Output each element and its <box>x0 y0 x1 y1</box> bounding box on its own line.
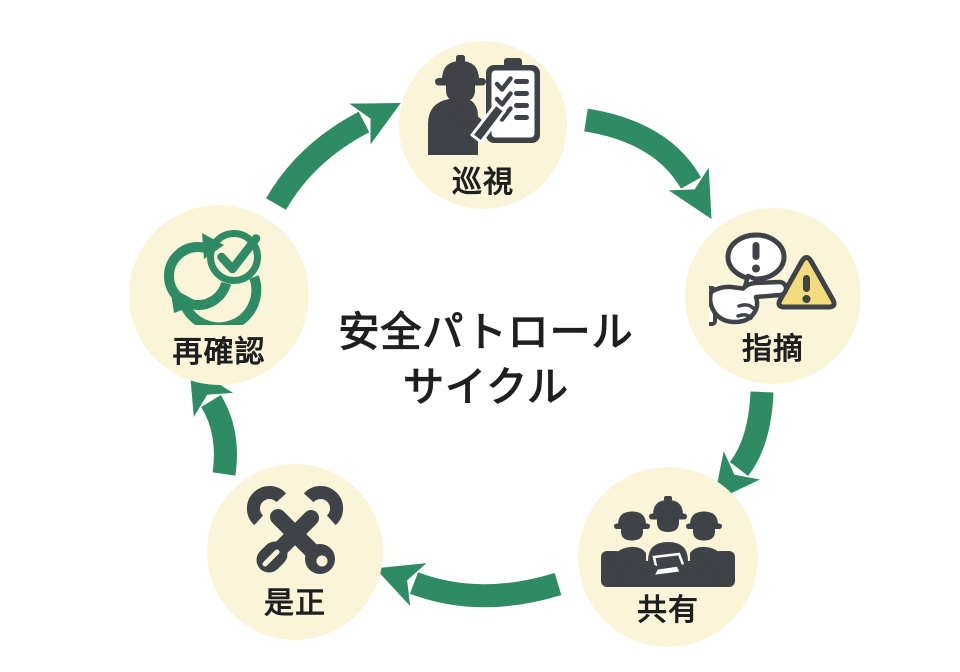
arrow-correct-to-recheck <box>189 365 237 476</box>
cycle-node-patrol: 巡視 <box>399 41 567 209</box>
wrench-slot-handle <box>256 485 344 573</box>
worker <box>428 55 506 155</box>
pointing-warning-icon <box>709 232 837 326</box>
recheck-cycle-icon <box>164 230 262 325</box>
node-label-share: 共有 <box>637 594 699 627</box>
pointing-hand <box>709 279 789 326</box>
arm-left <box>626 555 659 576</box>
cycle-node-correct: 是正 <box>207 464 383 640</box>
arrow-share-to-correct <box>375 563 562 608</box>
clipboard <box>486 58 540 143</box>
arrow-pointout-to-share <box>713 391 774 502</box>
node-label-recheck: 再確認 <box>172 336 266 369</box>
arrow-patrol-to-pointout <box>584 108 712 219</box>
cycle-node-pointout: 指摘 <box>685 208 861 384</box>
meeting-workers-icon <box>601 496 735 587</box>
arrow-recheck-to-patrol <box>266 102 401 210</box>
cycle-arrowhead-bottom <box>170 287 200 313</box>
crossed-tools-icon <box>246 485 344 574</box>
node-label-pointout: 指摘 <box>742 333 804 366</box>
check-mark <box>217 234 261 274</box>
cycle-node-share: 共有 <box>578 467 758 647</box>
title-line-1: 安全パトロール <box>338 309 634 355</box>
cycle-node-recheck: 再確認 <box>129 205 309 385</box>
cycle-arrowhead-top <box>202 233 224 259</box>
warning-triangle <box>776 255 837 310</box>
cycle-ring <box>164 242 232 310</box>
title-line-2: サイクル <box>403 363 569 410</box>
node-label-patrol: 巡視 <box>452 166 514 199</box>
worker-checklist-icon <box>428 55 540 155</box>
node-label-correct: 是正 <box>264 587 326 620</box>
arm-right <box>677 555 710 576</box>
diagram-title: 安全パトロール サイクル <box>338 305 633 414</box>
